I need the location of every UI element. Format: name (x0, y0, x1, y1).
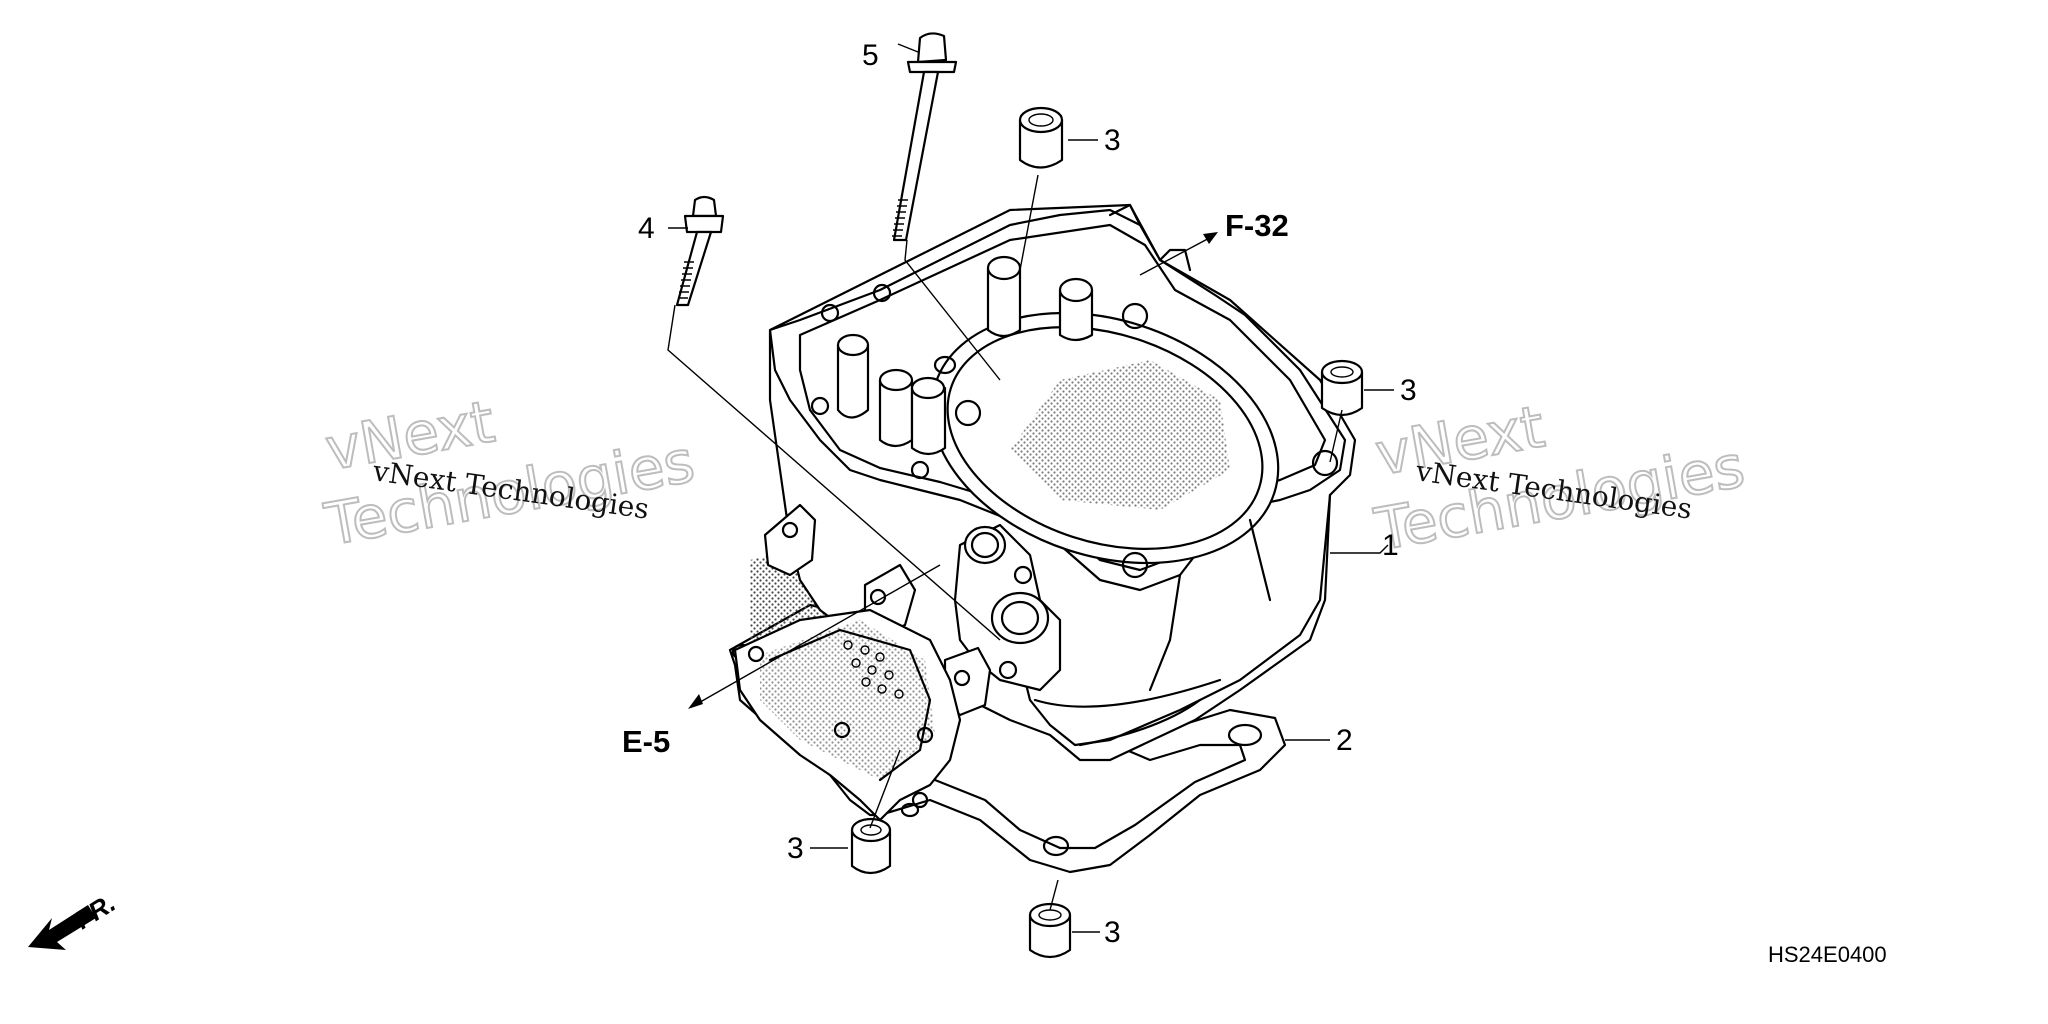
dowel-pin-top (1018, 106, 1064, 169)
dowel-pin-bottom (1028, 902, 1072, 959)
ref-f32: F-32 (1225, 208, 1289, 243)
callout-2: 2 (1336, 724, 1353, 757)
callout-5: 5 (862, 39, 879, 72)
short-bolt (675, 195, 725, 307)
callout-3-right: 3 (1400, 374, 1417, 407)
dowel-pin-right (1320, 359, 1364, 417)
front-arrow-icon (28, 905, 96, 950)
callout-1: 1 (1382, 529, 1399, 562)
cylinder-block (733, 203, 1357, 822)
callout-3-bottom: 3 (1104, 916, 1121, 949)
long-bolt (892, 32, 958, 242)
watermark-left: vNext Technologies vNext Technologies (319, 386, 701, 560)
watermark-right: vNext Technologies vNext Technologies (1369, 391, 1751, 565)
diagram-code: HS24E0400 (1768, 942, 1887, 967)
dowel-pin-bottom-left (850, 817, 892, 875)
ref-e5: E-5 (622, 724, 670, 759)
leader-lines (667, 43, 1394, 933)
callout-3-top: 3 (1104, 124, 1121, 157)
ref-arrows (688, 232, 1218, 709)
callout-4: 4 (638, 212, 655, 245)
callout-3-bottom-left: 3 (787, 832, 804, 865)
